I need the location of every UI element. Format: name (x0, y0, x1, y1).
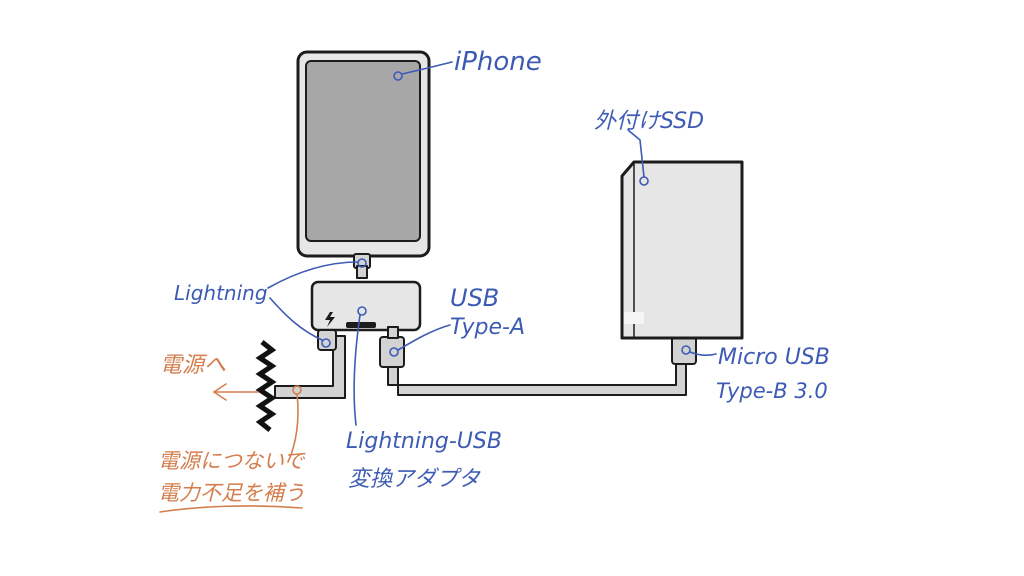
label-power-note-line2: 電力不足を補う (158, 481, 305, 505)
label-micro-usb-line2: Type-B 3.0 (716, 379, 828, 403)
leader-lines (267, 61, 717, 463)
external-ssd (620, 160, 744, 340)
label-power-note-line1: 電源につないで (158, 449, 306, 473)
label-usb-line2: Type-A (450, 315, 525, 340)
lightning-bolt-icon (325, 312, 335, 327)
power-note-underline (159, 505, 303, 513)
iphone-device (296, 50, 431, 279)
label-adapter-line2: 変換アダプタ (348, 467, 481, 492)
lightning-usb-adapter (310, 280, 422, 332)
zigzag-break-icon (255, 340, 277, 432)
left-arrow-icon (212, 383, 259, 401)
label-micro-usb-line1: Micro USB (718, 345, 830, 370)
label-iphone: iPhone (454, 47, 542, 77)
label-adapter-line1: Lightning-USB (346, 429, 502, 454)
power-cable (274, 329, 346, 399)
label-usb-line1: USB (450, 284, 499, 312)
label-power-to: 電源へ (160, 353, 226, 378)
label-ssd: 外付けSSD (594, 109, 704, 134)
label-lightning: Lightning (174, 281, 268, 305)
